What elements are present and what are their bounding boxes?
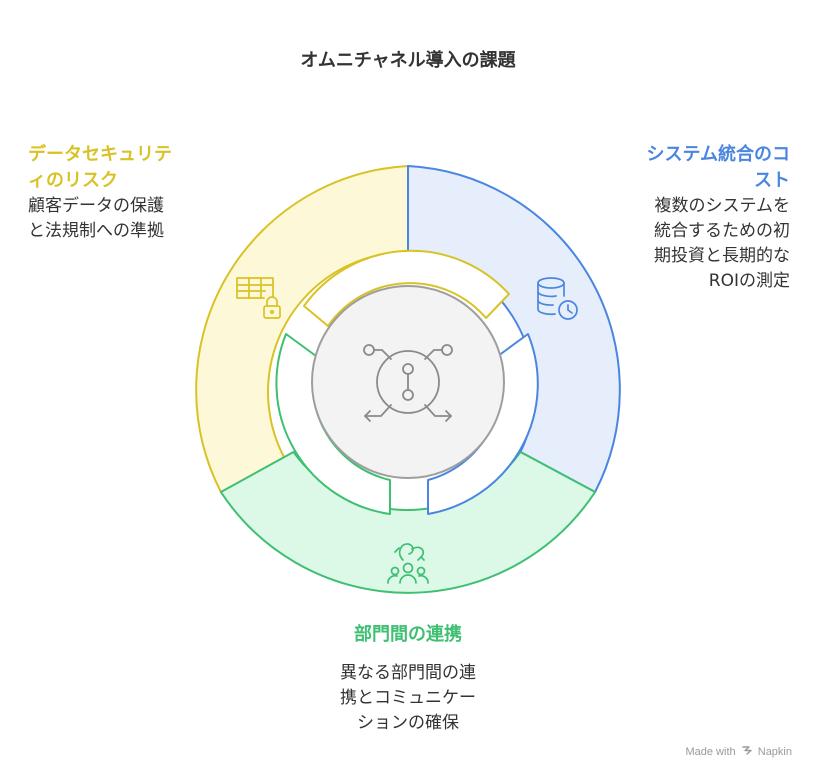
watermark-prefix: Made with (685, 746, 736, 758)
security-description: 顧客データの保護 と法規制への準拠 (28, 194, 208, 244)
collaboration-inner-arc (275, 333, 391, 515)
watermark[interactable]: Made with Napkin (685, 746, 792, 758)
integration-text-block: システム統合のコ スト 複数のシステムを 統合するための初 期投資と長期的な R… (598, 142, 790, 294)
integration-description-line: 統合するための初 (654, 221, 790, 241)
integration-description-line: 期投資と長期的な (654, 246, 790, 266)
collaboration-description-line: 異なる部門間の連 (340, 663, 476, 683)
collaboration-text-block: 部門間の連携 異なる部門間の連 携とコミュニケー ションの確保 (290, 622, 526, 736)
integration-description-line: 複数のシステムを (654, 196, 791, 216)
database-clock-icon (537, 277, 578, 320)
integration-heading: システム統合のコ スト (598, 142, 790, 194)
collaboration-description-line: 携とコミュニケー (340, 688, 476, 708)
security-heading-line: ィのリスク (28, 170, 118, 191)
security-description-line: 顧客データの保護 (28, 196, 164, 216)
table-lock-icon (236, 277, 281, 319)
collaboration-description-line: ションの確保 (357, 713, 459, 733)
channel-hub-icon (363, 344, 453, 422)
security-description-line: と法規制への準拠 (28, 221, 164, 241)
collaboration-description: 異なる部門間の連 携とコミュニケー ションの確保 (290, 661, 526, 736)
integration-description-line: ROIの測定 (708, 271, 790, 291)
collaboration-heading: 部門間の連携 (354, 624, 462, 645)
napkin-logo-icon (741, 746, 752, 758)
security-inner-arc (303, 249, 510, 327)
security-heading-line: データセキュリテ (28, 144, 172, 165)
integration-heading-line: システム統合のコ (646, 144, 790, 165)
security-heading: データセキュリテ ィのリスク (28, 142, 208, 194)
integration-description: 複数のシステムを 統合するための初 期投資と長期的な ROIの測定 (598, 194, 790, 294)
watermark-brand: Napkin (757, 746, 792, 758)
diagram-title: オムニチャネル導入の課題 (300, 50, 516, 71)
integration-heading-line: スト (754, 170, 790, 191)
security-text-block: データセキュリテ ィのリスク 顧客データの保護 と法規制への準拠 (28, 142, 208, 244)
people-collaboration-icon (387, 543, 429, 584)
